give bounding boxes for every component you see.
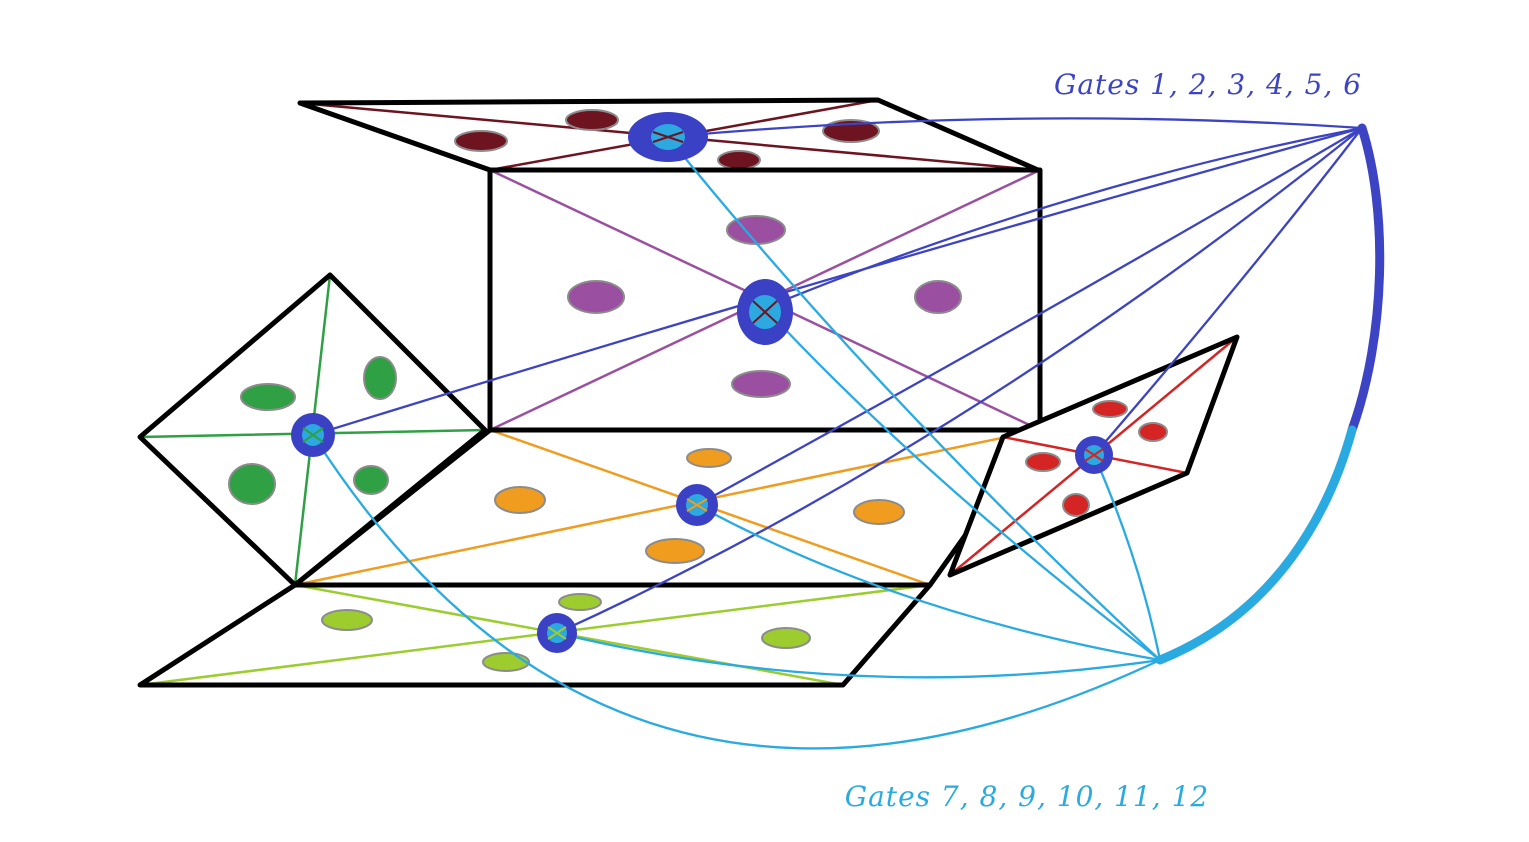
- bottom-face: [137, 582, 933, 688]
- gates-top-label: Gates 1, 2, 3, 4, 5, 6: [1054, 68, 1362, 101]
- gate-curve: [696, 503, 1161, 662]
- pip: [1138, 422, 1168, 442]
- gate-curve: [667, 117, 1363, 139]
- gate-curve: [764, 126, 1363, 310]
- pip: [363, 356, 397, 400]
- gate-hubs: [291, 112, 1113, 653]
- hub-cross: [1084, 448, 1104, 462]
- gates-bottom-curves: [312, 136, 1162, 750]
- hub-cross: [752, 300, 778, 324]
- pip: [321, 609, 373, 631]
- gate-curve: [764, 307, 1161, 661]
- gate-curve: [556, 631, 1161, 679]
- hub-middle-face: [676, 484, 718, 526]
- gate-curve: [696, 127, 1363, 507]
- bottom-face-outline: [137, 582, 933, 688]
- gate-curve: [1093, 127, 1363, 456]
- pip: [853, 499, 905, 525]
- pip: [482, 652, 530, 672]
- hub-cross: [686, 498, 708, 512]
- gates-bottom-label: Gates 7, 8, 9, 10, 11, 12: [845, 780, 1210, 813]
- gate-curve: [556, 127, 1363, 635]
- right-face-outline: [947, 334, 1240, 578]
- hub-front-face: [737, 279, 793, 345]
- pip: [1025, 452, 1061, 472]
- pip: [717, 150, 761, 170]
- pip: [645, 538, 705, 564]
- pip: [454, 130, 508, 152]
- right-face-pips: [1025, 400, 1168, 517]
- pip: [558, 593, 602, 611]
- hub-cross: [652, 131, 684, 143]
- pip: [240, 383, 296, 411]
- thick-arc-cyan: [1155, 425, 1357, 665]
- hub-left-face: [291, 413, 335, 457]
- pip: [567, 280, 625, 314]
- hub-cross: [547, 626, 567, 640]
- bottom-face-pips: [321, 593, 811, 672]
- hub-top-face: [628, 112, 708, 162]
- gate-curve: [312, 126, 1363, 437]
- pip: [761, 627, 811, 649]
- hub-right-face: [1075, 436, 1113, 474]
- thick-arc-blue: [1347, 123, 1385, 435]
- gate-curve: [1092, 454, 1162, 661]
- hub-bottom-face: [537, 613, 577, 653]
- pip: [1062, 493, 1090, 517]
- pip: [565, 109, 619, 131]
- gates-top-curves: [312, 117, 1363, 635]
- pip: [1092, 400, 1128, 418]
- pip: [228, 463, 276, 505]
- hub-cross: [302, 427, 324, 443]
- left-face-pips: [228, 356, 397, 505]
- gate-curve: [667, 136, 1161, 661]
- pip: [731, 370, 791, 398]
- pip: [353, 465, 389, 495]
- pip: [494, 486, 546, 514]
- front-face-pips: [567, 215, 962, 398]
- middle-face-pips: [494, 448, 905, 564]
- gate-curve: [312, 434, 1161, 750]
- pip: [914, 280, 962, 314]
- pip: [686, 448, 732, 468]
